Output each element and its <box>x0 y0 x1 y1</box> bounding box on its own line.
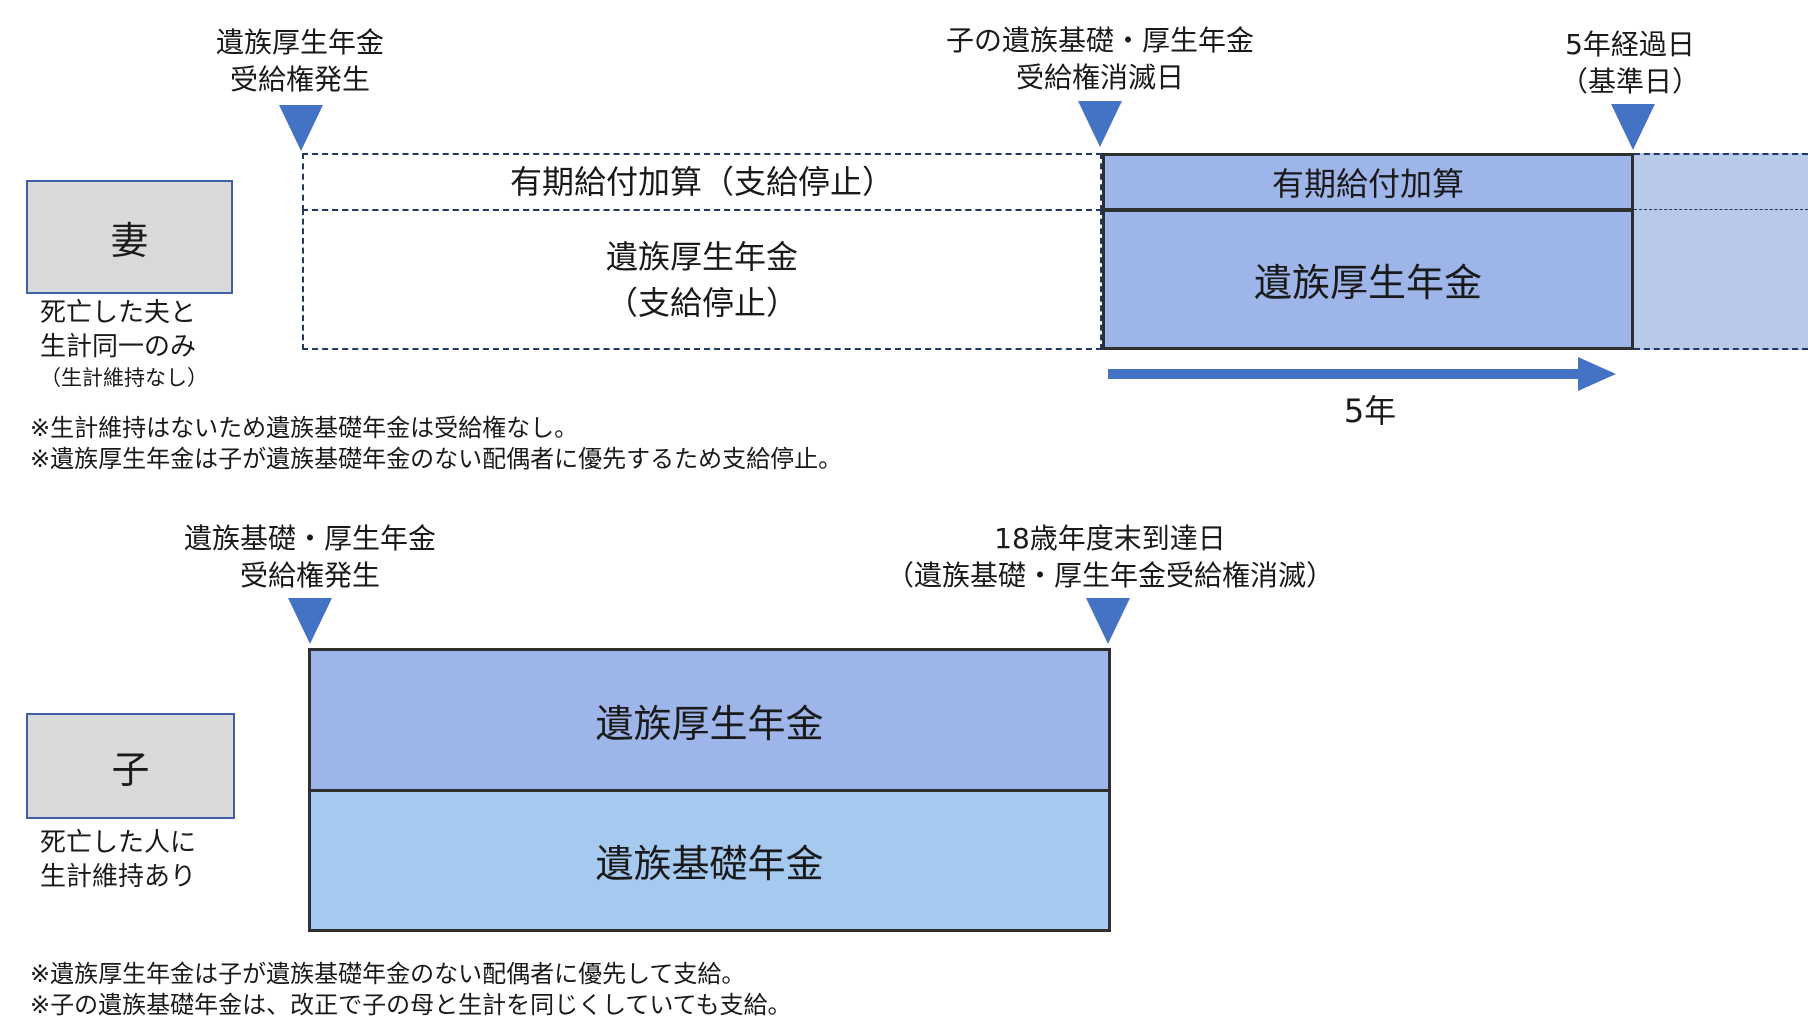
child-notes: ※遺族厚生年金は子が遺族基礎年金のない配偶者に優先して支給。 ※子の遺族基礎年金… <box>30 960 792 1019</box>
wife-marker3-label: 5年経過日 （基準日） <box>1559 28 1700 98</box>
stopped-pension-box: 遺族厚生年金 （支給停止） <box>302 209 1102 350</box>
child-grant-marker-icon <box>288 598 332 644</box>
wife-person-box: 妻 <box>26 180 233 294</box>
child-employee-pension-bar: 遺族厚生年金 <box>308 648 1111 792</box>
five-year-label: 5年 <box>1343 392 1397 430</box>
wife-marker1-label: 遺族厚生年金 受給権発生 <box>215 26 384 96</box>
wife-marker2-label: 子の遺族基礎・厚生年金 受給権消滅日 <box>945 24 1254 94</box>
child-marker2-label: 18歳年度末到達日 （遺族基礎・厚生年金受給権消滅） <box>885 522 1334 592</box>
child-person-caption: 死亡した人に 生計維持あり <box>40 828 197 892</box>
wife-base-date-marker-icon <box>1611 104 1655 150</box>
wife-grant-marker-icon <box>279 105 323 151</box>
child-18-end-marker-icon <box>1086 598 1130 644</box>
continuation-bar <box>1634 153 1808 350</box>
wife-person-caption: 死亡した夫と 生計同一のみ （生計維持なし） <box>40 298 208 390</box>
wife-notes: ※生計維持はないため遺族基礎年金は受給権なし。 ※遺族厚生年金は子が遺族基礎年金… <box>30 414 843 473</box>
wife-child-end-marker-icon <box>1078 101 1122 147</box>
five-year-arrow-icon <box>1108 357 1616 391</box>
stopped-addition-box: 有期給付加算（支給停止） <box>302 153 1102 211</box>
addition-bar: 有期給付加算 <box>1102 153 1634 211</box>
wife-pension-bar: 遺族厚生年金 <box>1102 209 1634 350</box>
child-basic-pension-bar: 遺族基礎年金 <box>308 789 1111 932</box>
child-marker1-label: 遺族基礎・厚生年金 受給権発生 <box>183 522 436 592</box>
child-person-box: 子 <box>26 713 235 819</box>
